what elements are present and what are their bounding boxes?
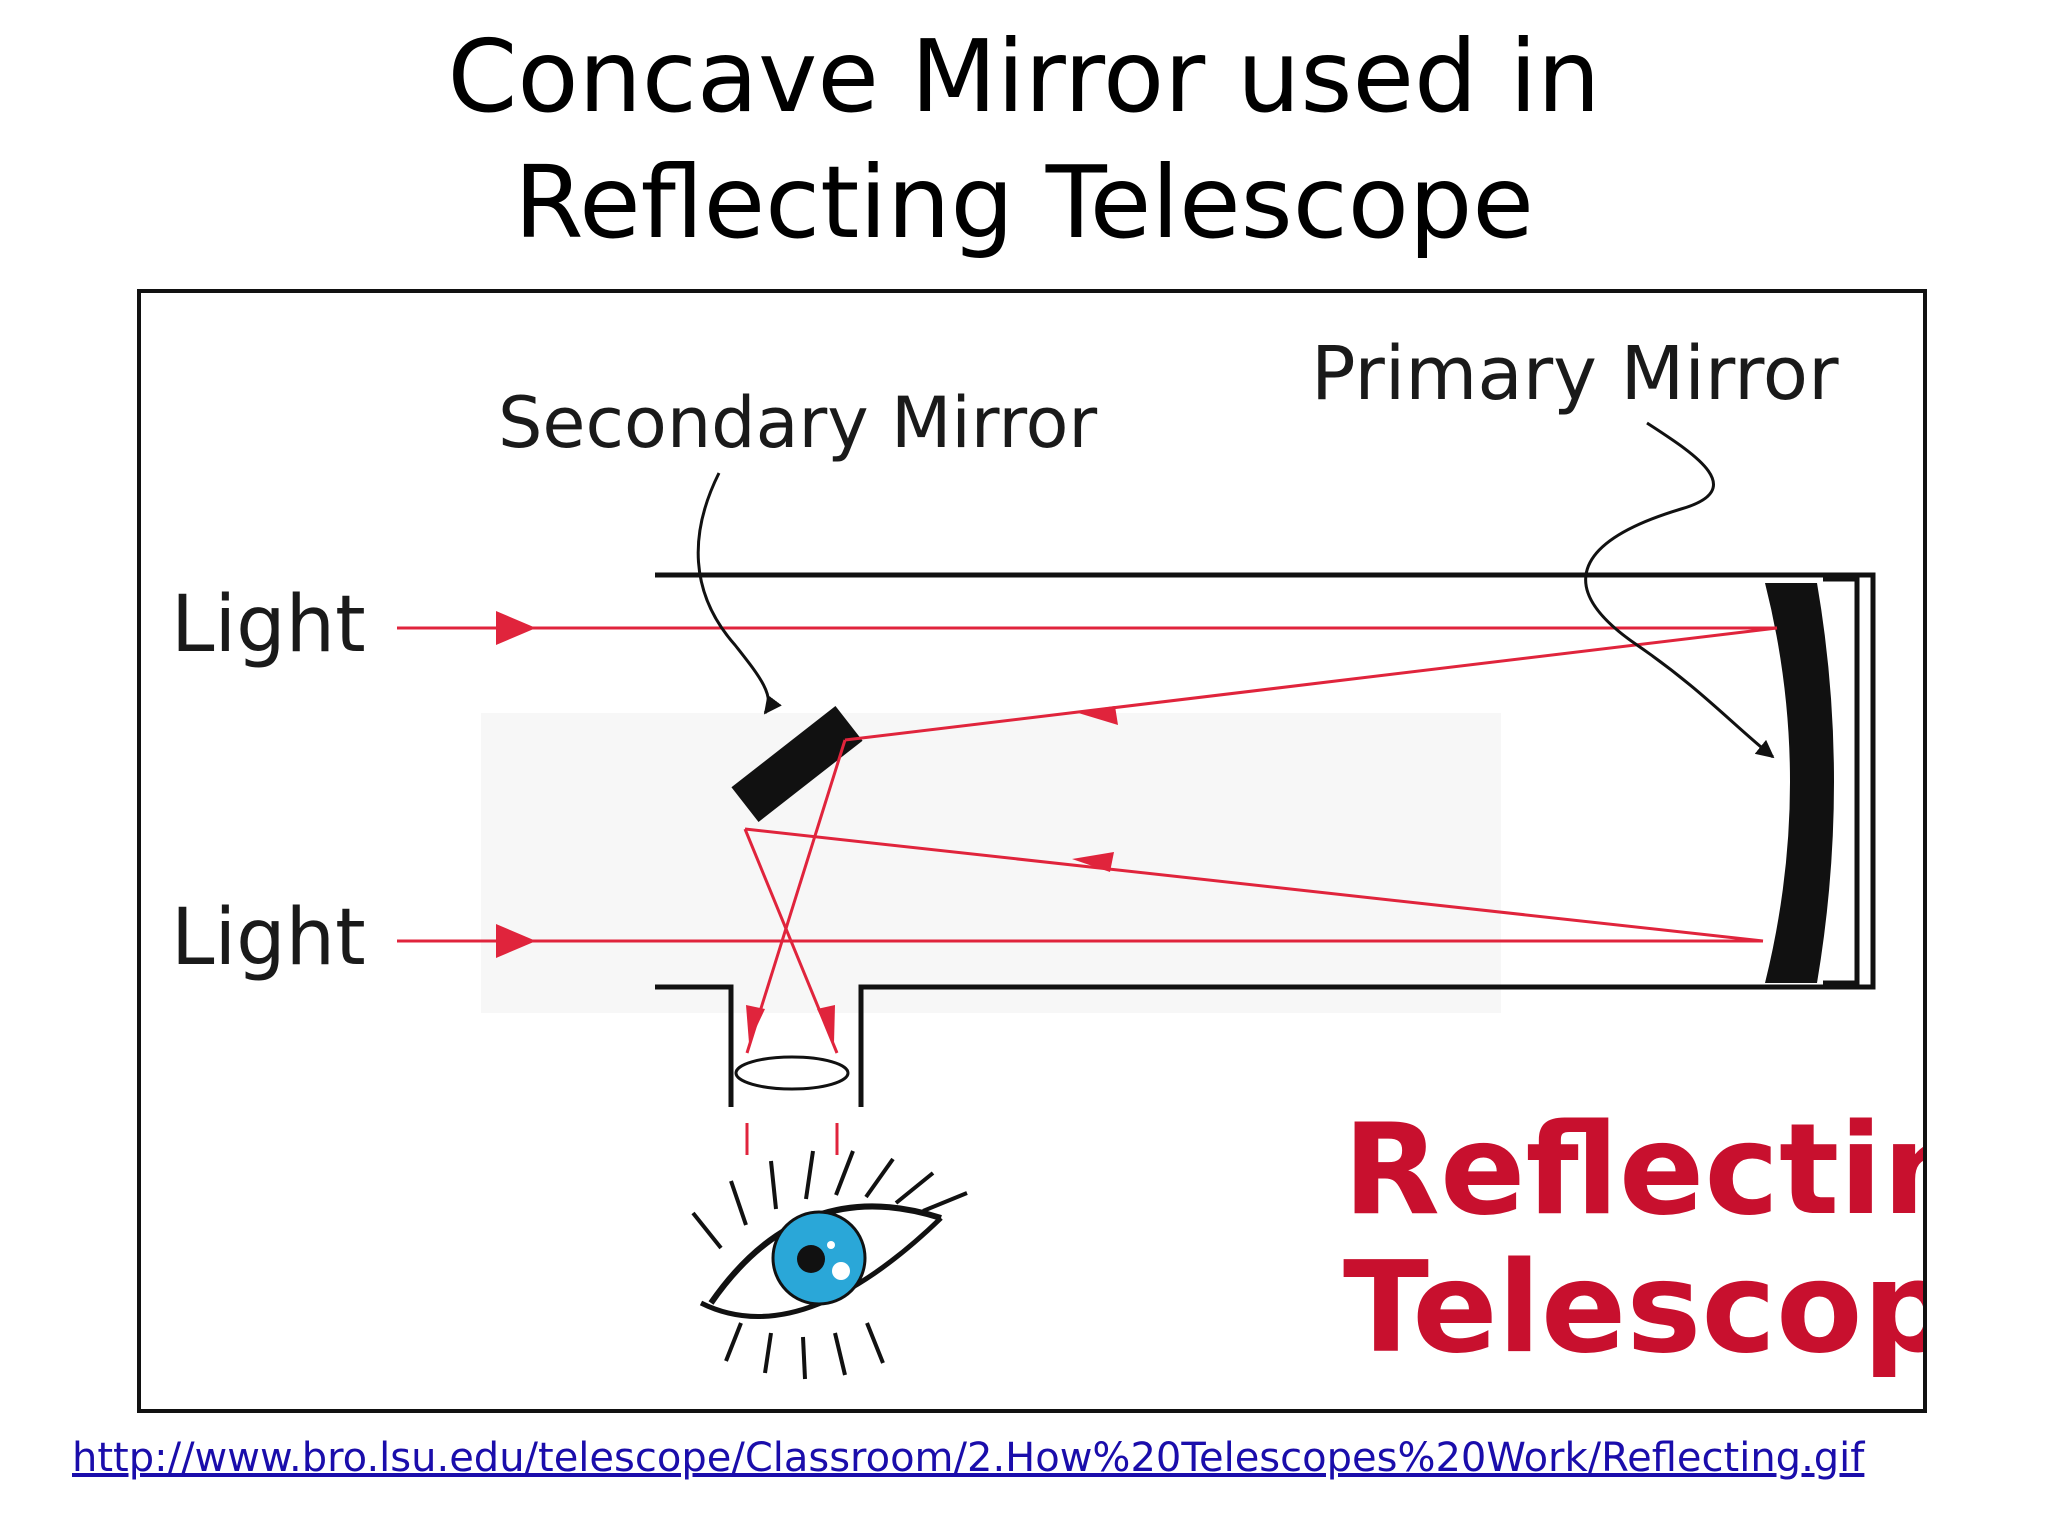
arrowhead-icon [817,1005,835,1043]
slide-title: Concave Mirror used in Reflecting Telesc… [0,14,2048,266]
light-rays [397,626,1778,1155]
tube-body-outline [655,572,1876,1107]
mirror-cell [1823,576,1860,986]
eyepiece-ray-1 [745,739,847,1054]
diagram-canvas: Primary Mirror Secondary Mirror Light Li… [171,331,1923,1381]
title-line-2: Reflecting Telescope [514,144,1534,261]
telescope-tube [655,572,1876,1107]
source-link[interactable]: http://www.bro.lsu.edu/telescope/Classro… [72,1435,1865,1481]
secondary-mirror-pointer [696,472,782,715]
primary-mirror-pointer [1584,421,1775,759]
telescope-diagram: Primary Mirror Secondary Mirror Light Li… [137,289,1927,1413]
caption-telescope: Telescope [1343,1234,1923,1381]
arrowhead-icon [1075,706,1118,725]
eyepiece-lens [734,1055,850,1091]
light-label-bottom: Light [171,893,366,983]
ray-arrowheads [496,611,1118,1043]
title-line-1: Concave Mirror used in [447,18,1601,135]
secondary-mirror-shape [731,706,863,822]
secondary-mirror-label: Secondary Mirror [498,382,1097,464]
reflected-ray-top [844,626,1778,742]
caption-reflecting: Reflecting [1343,1096,1923,1243]
primary-mirror-shape [1765,583,1834,983]
eye-icon [691,1150,968,1380]
primary-mirror-label: Primary Mirror [1311,331,1839,417]
background-shading [481,713,1501,1013]
light-label-top: Light [171,580,366,670]
arrowhead-icon [1072,852,1114,872]
arrowhead-icon [746,1005,765,1043]
arrowhead-icon [496,924,536,958]
reflected-ray-bottom [744,827,1764,943]
arrowhead-icon [496,611,536,645]
eyepiece-wall-left [655,984,734,1107]
